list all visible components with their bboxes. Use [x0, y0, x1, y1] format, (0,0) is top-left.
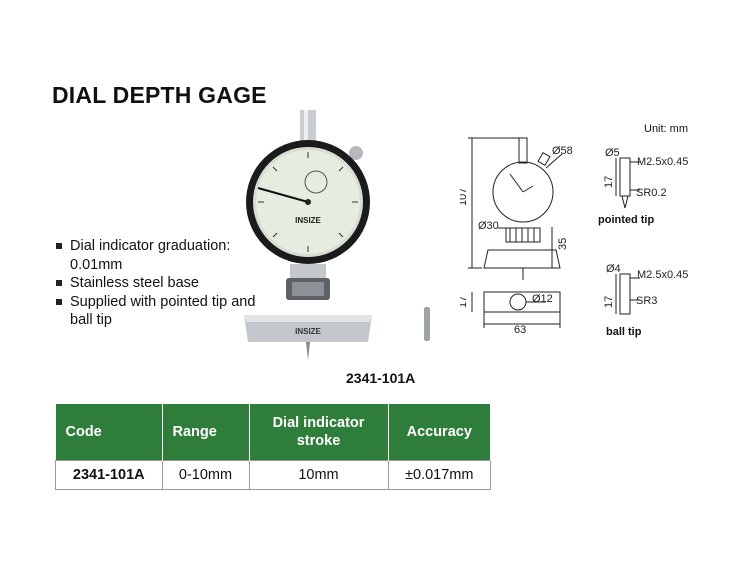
cell-code: 2341-101A — [55, 460, 163, 490]
dim-dia12: Ø12 — [532, 293, 553, 305]
cell-accuracy: ±0.017mm — [387, 460, 491, 490]
cell-stroke: 10mm — [248, 460, 389, 490]
pointed-tip-height: 17 — [603, 176, 615, 188]
pointed-tip-label: pointed tip — [598, 214, 655, 226]
header-stroke: Dial indicator stroke — [249, 404, 389, 461]
header-range: Range — [162, 404, 250, 461]
dim-107: 107 — [460, 188, 469, 206]
dim-dia30: Ø30 — [478, 220, 499, 232]
ball-tip-thread: M2.5x0.45 — [637, 269, 688, 281]
feature-item: Supplied with pointed tip and ball tip — [56, 293, 256, 330]
unit-label: Unit: mm — [644, 123, 688, 135]
dial-brand-mark: INSIZE — [295, 216, 321, 225]
technical-drawing: 107 Ø58 Ø30 35 17 Ø12 63 Ø5 M2.5x0.45 17… — [460, 137, 688, 336]
ball-tip-label: ball tip — [606, 326, 642, 338]
product-photo: INSIZE INSIZE — [244, 110, 430, 360]
header-code: Code — [55, 404, 163, 461]
spec-table: Code Range Dial indicator stroke Accurac… — [55, 404, 491, 490]
table-header-row: Code Range Dial indicator stroke Accurac… — [55, 404, 491, 461]
dim-35: 35 — [557, 238, 569, 250]
feature-list: Dial indicator graduation: 0.01mm Stainl… — [56, 237, 256, 330]
feature-item: Dial indicator graduation: 0.01mm — [56, 237, 256, 274]
feature-item: Stainless steel base — [56, 274, 256, 293]
pointed-tip-dia: Ø5 — [605, 147, 620, 159]
ball-tip-dia: Ø4 — [606, 263, 621, 275]
header-accuracy: Accuracy — [388, 404, 491, 461]
cell-range: 0-10mm — [161, 460, 250, 490]
page-title: DIAL DEPTH GAGE — [52, 82, 267, 108]
table-row: 2341-101A 0-10mm 10mm ±0.017mm — [55, 460, 491, 490]
dim-17-main: 17 — [460, 296, 469, 308]
dim-dia58: Ø58 — [552, 145, 573, 157]
dim-63: 63 — [514, 324, 526, 336]
base-brand-mark: INSIZE — [295, 327, 321, 336]
photo-caption: 2341-101A — [346, 370, 416, 386]
ball-tip-height: 17 — [603, 296, 615, 308]
ball-tip-radius: SR3 — [636, 295, 657, 307]
pointed-tip-radius: SR0.2 — [636, 187, 667, 199]
pointed-tip-thread: M2.5x0.45 — [637, 156, 688, 168]
